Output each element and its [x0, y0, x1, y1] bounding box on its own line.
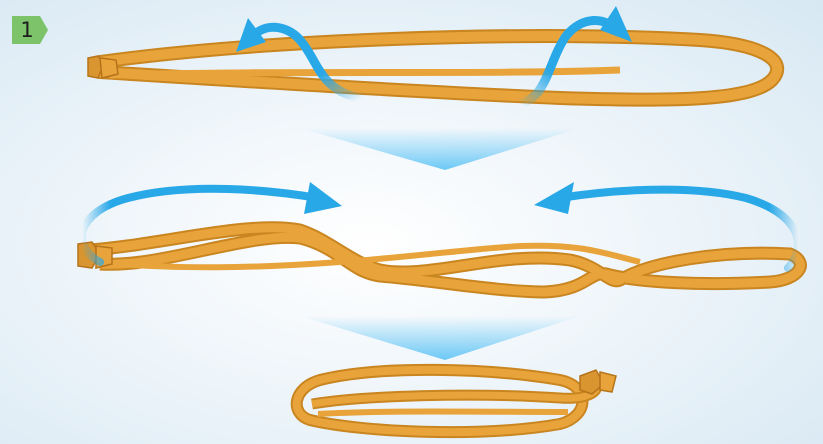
transition-funnel-2 — [300, 316, 580, 360]
knot-icon — [88, 56, 118, 78]
transition-funnel-1 — [300, 128, 580, 170]
curl-right-arrow-icon — [520, 6, 632, 104]
step-badge: 1 — [10, 14, 50, 46]
band-stage-2 — [78, 228, 800, 292]
band-stage-3 — [297, 370, 616, 432]
step-number: 1 — [10, 14, 44, 46]
band-stage-1 — [88, 36, 777, 100]
